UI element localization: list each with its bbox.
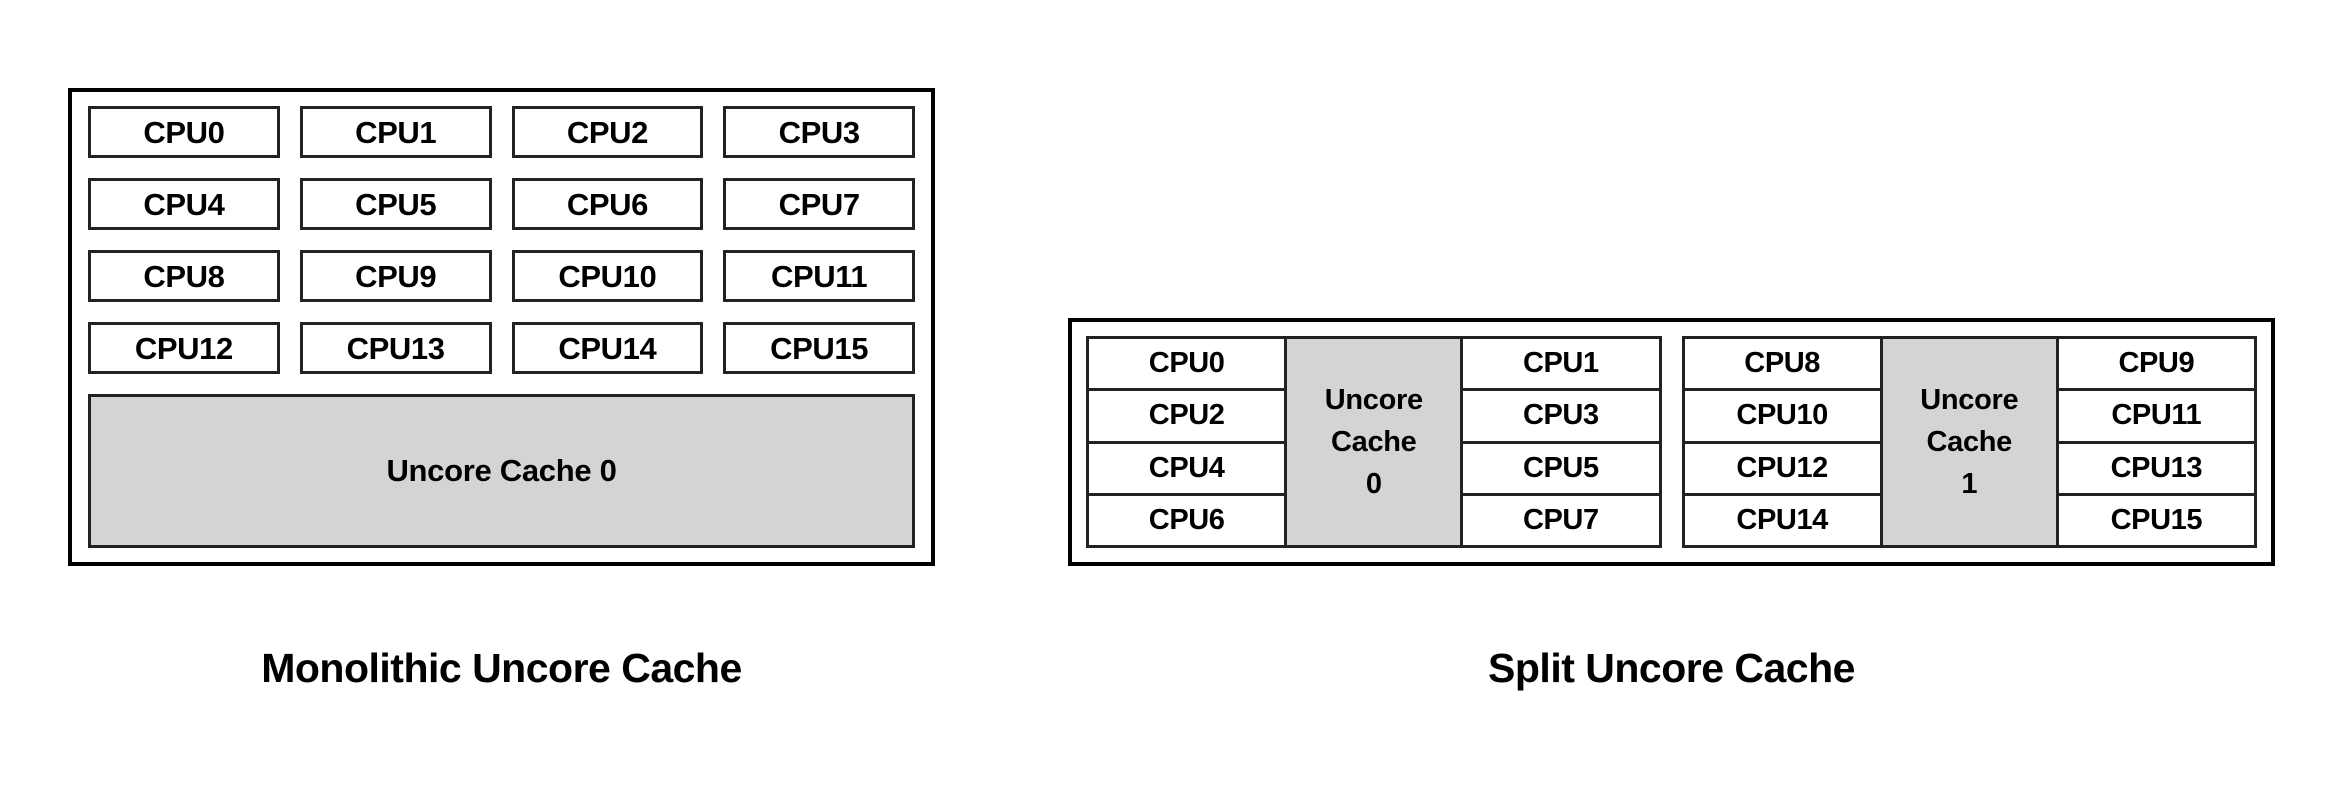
cpu-box-14: CPU14 [1684, 495, 1880, 545]
cpu-box-8: CPU8 [1684, 339, 1880, 392]
cache-label-line-1: Uncore [1920, 383, 2019, 416]
cpu-box-10: CPU10 [511, 250, 704, 302]
monolithic-uncore-cache-box: Uncore Cache 0 [88, 394, 915, 548]
split-group-1-left-column: CPU8 CPU10 CPU12 CPU14 [1684, 339, 1880, 545]
cpu-box-9: CPU9 [299, 250, 492, 302]
monolithic-inner-layout: CPU0 CPU1 CPU2 CPU3 CPU4 CPU5 CPU6 CPU7 … [88, 106, 915, 548]
split-group-0: CPU0 CPU2 CPU4 CPU6 Uncore Cache 0 CPU1 … [1086, 336, 1662, 548]
split-uncore-cache-box-1: Uncore Cache 1 [1879, 339, 2059, 545]
split-outer-box: CPU0 CPU2 CPU4 CPU6 Uncore Cache 0 CPU1 … [1068, 318, 2275, 566]
cpu-box-0: CPU0 [1089, 339, 1285, 392]
cpu-box-5: CPU5 [1463, 443, 1659, 496]
split-group-1-right-column: CPU9 CPU11 CPU13 CPU15 [2058, 339, 2254, 545]
cpu-box-13: CPU13 [299, 322, 492, 374]
cpu-box-12: CPU12 [1684, 443, 1880, 496]
monolithic-cpu-grid: CPU0 CPU1 CPU2 CPU3 CPU4 CPU5 CPU6 CPU7 … [88, 106, 915, 374]
cpu-box-4: CPU4 [88, 178, 280, 230]
cpu-box-3: CPU3 [1463, 391, 1659, 444]
cpu-box-15: CPU15 [723, 322, 915, 374]
cpu-box-6: CPU6 [511, 178, 704, 230]
cpu-box-11: CPU11 [723, 250, 915, 302]
cpu-box-7: CPU7 [723, 178, 915, 230]
cpu-box-3: CPU3 [723, 106, 915, 158]
cpu-box-1: CPU1 [299, 106, 492, 158]
cpu-box-4: CPU4 [1089, 443, 1285, 496]
split-caption: Split Uncore Cache [1488, 645, 1855, 691]
cpu-box-2: CPU2 [511, 106, 704, 158]
cache-label-line-3: 0 [1365, 468, 1382, 501]
cpu-box-8: CPU8 [88, 250, 280, 302]
cpu-box-14: CPU14 [511, 322, 704, 374]
monolithic-uncore-cache-diagram: CPU0 CPU1 CPU2 CPU3 CPU4 CPU5 CPU6 CPU7 … [68, 88, 935, 566]
cache-label-line-1: Uncore [1324, 383, 1423, 416]
cpu-box-1: CPU1 [1463, 339, 1659, 392]
cache-label-line-2: Cache [1330, 425, 1417, 458]
split-group-0-right-column: CPU1 CPU3 CPU5 CPU7 [1463, 339, 1659, 545]
split-uncore-cache-box-0: Uncore Cache 0 [1284, 339, 1464, 545]
cpu-box-10: CPU10 [1684, 391, 1880, 444]
cpu-box-9: CPU9 [2058, 339, 2254, 392]
cpu-box-7: CPU7 [1463, 495, 1659, 545]
cpu-box-11: CPU11 [2058, 391, 2254, 444]
cpu-box-2: CPU2 [1089, 391, 1285, 444]
cache-label-line-3: 1 [1961, 468, 1978, 501]
monolithic-outer-box: CPU0 CPU1 CPU2 CPU3 CPU4 CPU5 CPU6 CPU7 … [68, 88, 935, 566]
cache-label-line-2: Cache [1926, 425, 2013, 458]
cpu-box-12: CPU12 [88, 322, 280, 374]
split-uncore-cache-diagram: CPU0 CPU2 CPU4 CPU6 Uncore Cache 0 CPU1 … [1068, 318, 2275, 566]
split-group-0-left-column: CPU0 CPU2 CPU4 CPU6 [1089, 339, 1285, 545]
split-inner-layout: CPU0 CPU2 CPU4 CPU6 Uncore Cache 0 CPU1 … [1086, 336, 2257, 548]
cpu-box-13: CPU13 [2058, 443, 2254, 496]
cpu-box-5: CPU5 [299, 178, 492, 230]
monolithic-caption: Monolithic Uncore Cache [261, 645, 742, 691]
split-group-1: CPU8 CPU10 CPU12 CPU14 Uncore Cache 1 CP… [1681, 336, 2257, 548]
cpu-box-6: CPU6 [1089, 495, 1285, 545]
cpu-box-15: CPU15 [2058, 495, 2254, 545]
cpu-box-0: CPU0 [88, 106, 280, 158]
